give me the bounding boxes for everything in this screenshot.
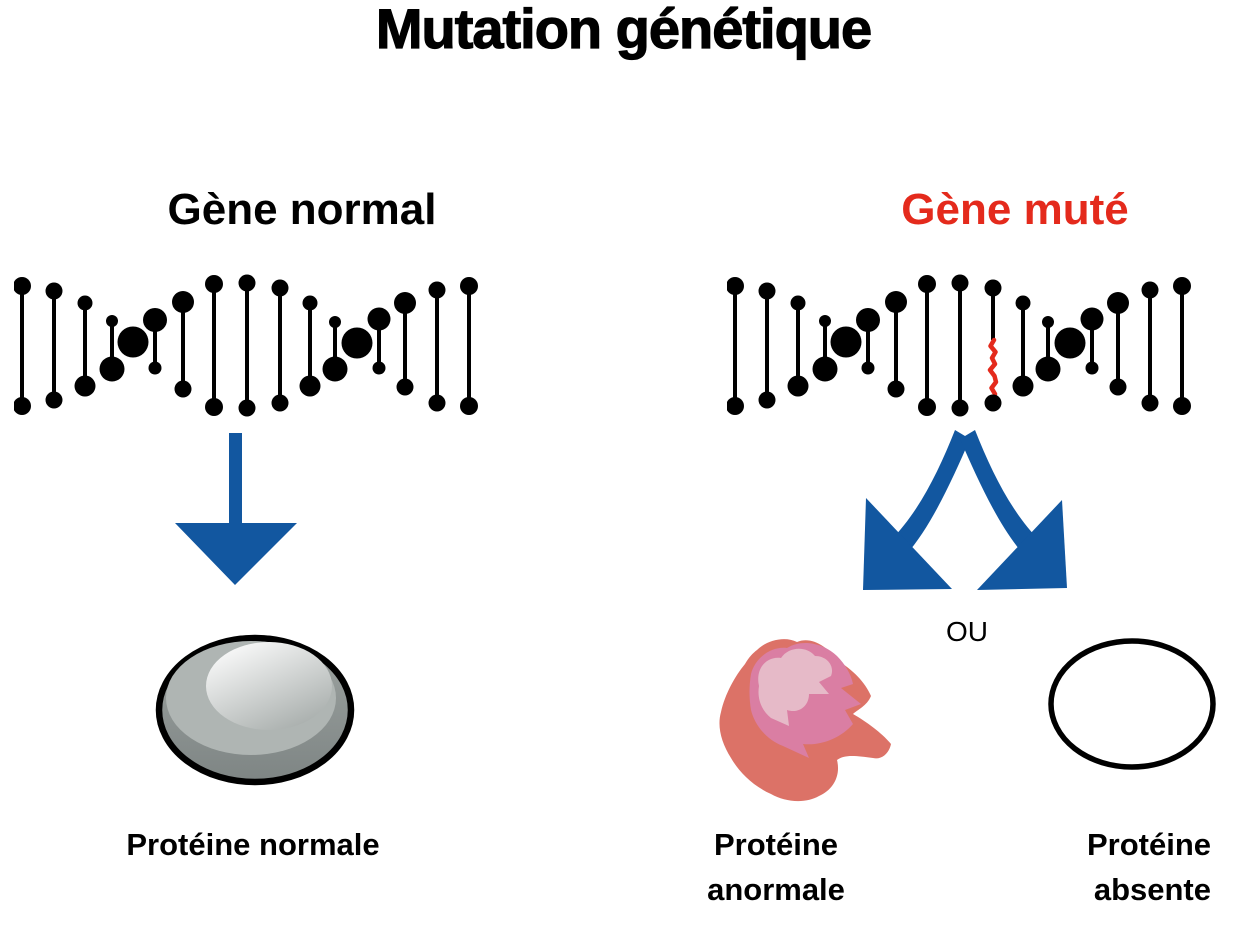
gene-normal-label: Gène normal (167, 185, 437, 234)
fork-right-arm (960, 430, 1040, 555)
protein-absent-label: Protéine absente (811, 822, 1211, 912)
diagram-title: Mutation génétique (375, 0, 872, 61)
down-arrow-head (175, 523, 297, 585)
abnormal-protein-blob-icon (719, 639, 891, 802)
protein-absent-label-line2: absente (1093, 872, 1211, 907)
fork-right-arrowhead (977, 500, 1067, 590)
down-arrow-shaft (229, 433, 242, 525)
normal-protein-sphere-icon (155, 634, 355, 786)
down-arrow-icon (175, 433, 297, 585)
protein-absent-label-line1: Protéine (1086, 827, 1211, 862)
dna-mutated-icon (727, 274, 1191, 417)
absent-protein-outline (1048, 638, 1216, 770)
protein-abnormal-label-line2: anormale (707, 872, 845, 907)
protein-abnormal-label: Protéine anormale (576, 822, 976, 912)
blob-inner-layer (758, 648, 833, 726)
fork-left-arm (890, 430, 970, 555)
gene-mutated-label: Gène muté (901, 185, 1129, 234)
protein-normal-label: Protéine normale (126, 827, 380, 862)
absent-protein-empty-ellipse-icon (1048, 638, 1216, 770)
fork-left-arrowhead (863, 498, 952, 590)
dna-normal-icon (14, 274, 478, 417)
forked-double-arrow-icon (863, 430, 1067, 590)
protein-abnormal-label-line1: Protéine (713, 827, 839, 862)
or-label: OU (946, 616, 988, 647)
protein-sphere-highlight (206, 642, 332, 730)
